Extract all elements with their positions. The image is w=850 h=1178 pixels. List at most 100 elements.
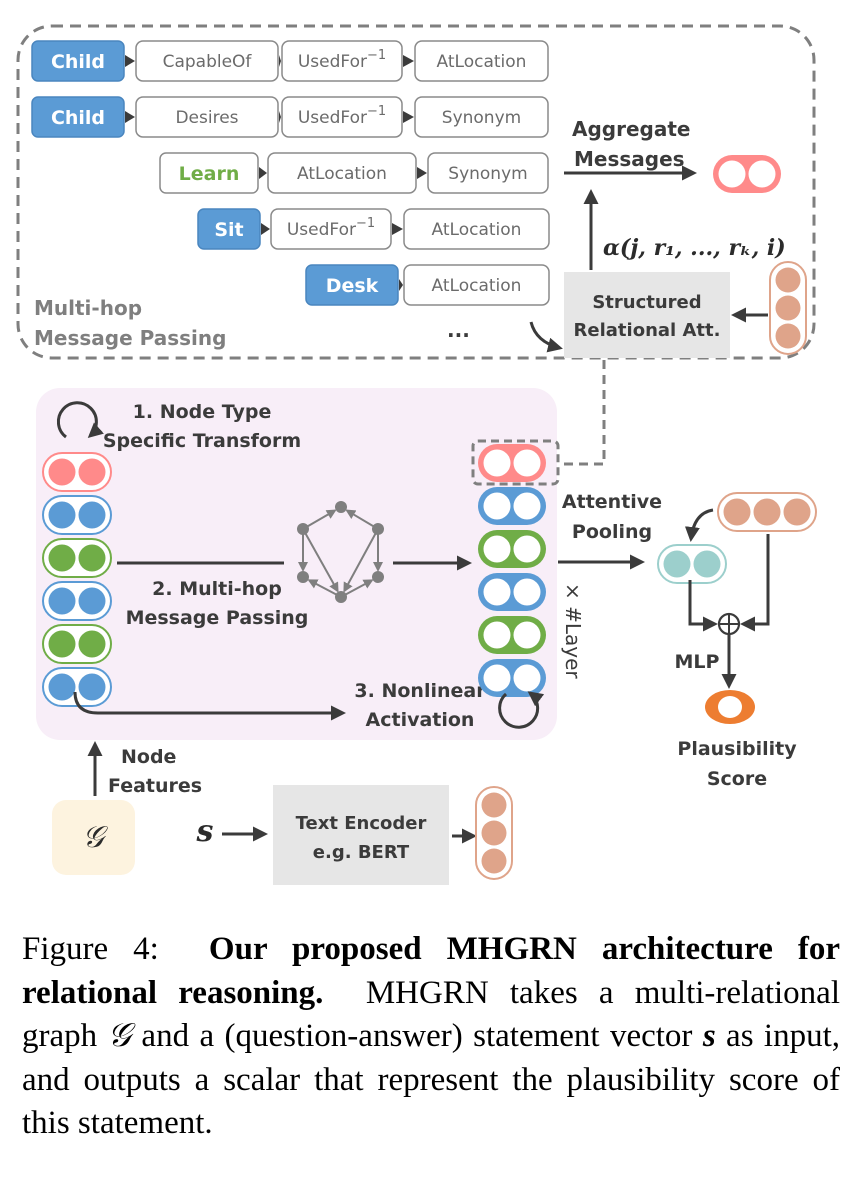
relation-box bbox=[281, 40, 403, 82]
paths-to-attention-arrow bbox=[529, 321, 563, 353]
statement-vector-bottom bbox=[475, 786, 513, 880]
pooling-label-line1: Attentive bbox=[562, 491, 662, 513]
vector-cell bbox=[483, 449, 511, 477]
vector-cell bbox=[48, 458, 76, 486]
vector-cell bbox=[78, 544, 106, 572]
concept-node-label: Learn bbox=[179, 163, 240, 185]
concept-node bbox=[305, 264, 399, 306]
vector-cell bbox=[48, 630, 76, 658]
input-node-vector bbox=[42, 624, 112, 664]
relation-label: AtLocation bbox=[297, 164, 387, 184]
path-arrow-icon bbox=[417, 167, 427, 179]
vector-cell bbox=[753, 498, 781, 526]
statement-vector-right bbox=[717, 492, 817, 532]
relation-label: CapableOf bbox=[163, 52, 253, 72]
statement-vector bbox=[717, 492, 817, 532]
structured-relational-attention-box bbox=[564, 272, 730, 358]
graph-node bbox=[335, 501, 347, 513]
path-arrow-icon bbox=[392, 223, 403, 235]
activation-arrow bbox=[73, 691, 346, 721]
statement-to-concat-arrow bbox=[740, 534, 770, 632]
caption-text1: MHGRN takes a multi-relational graph bbox=[22, 974, 840, 1055]
output-node-vectors bbox=[478, 444, 546, 697]
vector-cell bbox=[513, 449, 541, 477]
path-arrow-icon bbox=[125, 111, 135, 123]
vector-cell bbox=[723, 498, 751, 526]
vector-cell bbox=[483, 492, 511, 520]
relation-box bbox=[403, 264, 550, 306]
graph-node bbox=[297, 571, 309, 583]
output-head: Attentive Pooling MLP Plausibility Score bbox=[558, 491, 817, 790]
caption-bold: Our proposed MHGRN architecture for rela… bbox=[22, 931, 841, 1011]
score-label-line2: Score bbox=[707, 768, 767, 790]
layer-panel-background bbox=[36, 388, 557, 740]
vector-cell bbox=[481, 848, 507, 874]
vector-cell bbox=[483, 664, 511, 692]
graph-input-box bbox=[52, 800, 135, 875]
vector-cell bbox=[775, 295, 801, 321]
vector-cell bbox=[483, 621, 511, 649]
step1-label-line1: 1. Node Type bbox=[133, 401, 272, 423]
vector-cell bbox=[775, 267, 801, 293]
relation-box bbox=[281, 96, 403, 138]
output-node-vector bbox=[478, 487, 546, 525]
path-arrow-icon bbox=[403, 111, 414, 123]
concept-node bbox=[197, 208, 261, 250]
caption-graph-symbol: 𝒢 bbox=[107, 1018, 132, 1054]
caption-text3: as input, and outputs a scalar that repr… bbox=[22, 1018, 841, 1141]
vector-cell bbox=[78, 458, 106, 486]
score-label-line1: Plausibility bbox=[677, 738, 797, 760]
caption-prefix: Figure 4: bbox=[22, 931, 159, 967]
vector-cell bbox=[481, 820, 507, 846]
input-node-vector bbox=[42, 581, 112, 621]
graph-edge bbox=[343, 528, 379, 593]
relation-label: AtLocation bbox=[432, 220, 522, 240]
vector-cell bbox=[483, 535, 511, 563]
attention-formula: α(j, r₁, ..., rₖ, i) bbox=[603, 235, 786, 261]
vector-cell bbox=[693, 550, 721, 578]
vector-cell bbox=[48, 673, 76, 701]
concept-node-label: Child bbox=[51, 51, 105, 73]
relation-label: AtLocation bbox=[432, 276, 522, 296]
highlighted-node-box bbox=[471, 439, 560, 486]
step3-label-line2: Activation bbox=[366, 709, 475, 731]
statement-vector bbox=[769, 261, 807, 355]
path-arrow-icon bbox=[259, 167, 267, 179]
input-node-vector bbox=[42, 495, 112, 535]
statement-vector-top bbox=[769, 261, 807, 355]
text-encoder-line1: Text Encoder bbox=[296, 813, 427, 834]
text-encoder-box bbox=[273, 785, 449, 885]
vector-cell bbox=[78, 630, 106, 658]
input-node-vectors bbox=[42, 452, 112, 707]
vector-cell bbox=[513, 492, 541, 520]
concept-node bbox=[159, 152, 259, 194]
node-features-line2: Features bbox=[108, 775, 202, 797]
vector-cell bbox=[48, 544, 76, 572]
vector-cell bbox=[513, 621, 541, 649]
aggregated-message-vector bbox=[713, 155, 781, 193]
graph-node bbox=[297, 523, 309, 535]
vector-cell bbox=[513, 535, 541, 563]
relation-label: AtLocation bbox=[437, 52, 527, 72]
aggregate-label-line1: Aggregate bbox=[572, 117, 690, 141]
graph-edge bbox=[302, 528, 339, 593]
vector-cell bbox=[513, 664, 541, 692]
caption-text2: and a (question-answer) statement vector bbox=[141, 1018, 693, 1054]
caption-vec-symbol: s bbox=[702, 1018, 716, 1054]
input-node-vector bbox=[42, 538, 112, 578]
input-node-vector bbox=[42, 667, 112, 707]
pooled-graph-vector bbox=[657, 544, 727, 584]
output-node-vector bbox=[478, 573, 546, 611]
relation-box bbox=[135, 40, 279, 82]
input-node-vector bbox=[42, 452, 112, 492]
activation-loop-icon bbox=[498, 691, 545, 729]
relation-box bbox=[270, 208, 392, 250]
graph-edge bbox=[345, 509, 379, 530]
relation-superscript: −1 bbox=[367, 48, 386, 63]
relation-box bbox=[427, 152, 549, 194]
